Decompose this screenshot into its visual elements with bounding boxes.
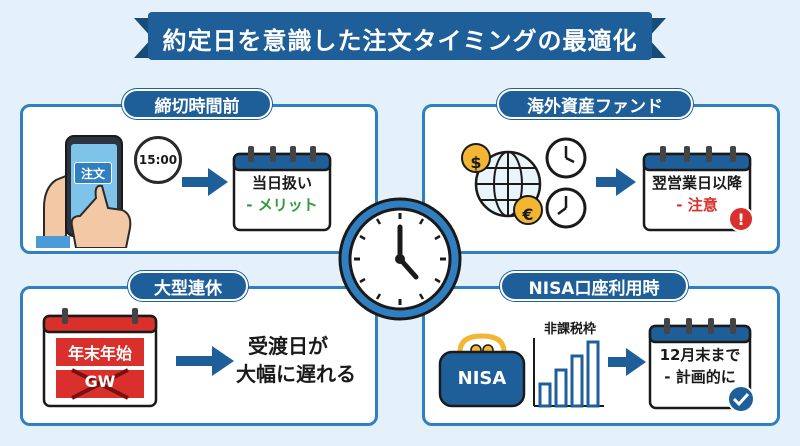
calendar-line-2: - メリット	[246, 196, 318, 214]
deadline-clock-icon: 15:00	[134, 136, 182, 184]
panel-heading-deadline: 締切時間前	[122, 89, 272, 119]
calendar-icon	[648, 318, 752, 410]
calendar-line-1: 12月末まで	[659, 346, 741, 364]
dollar-coin-icon: $	[470, 152, 482, 172]
clock-icon-second	[545, 187, 587, 229]
holiday-calendar-icon	[42, 308, 158, 408]
arrow-right-icon	[176, 346, 234, 376]
page-title: 約定日を意識した注文タイミングの最適化	[162, 26, 638, 55]
clock-icon	[545, 137, 587, 179]
globe-icon	[461, 143, 543, 225]
panel-heading-nisa: NISA口座利用時	[500, 271, 688, 301]
calendar-text-next-day: 翌営業日以降 - 注意	[644, 172, 750, 216]
calendar-line-2: - 計画的に	[664, 368, 736, 386]
arrow-right-icon	[608, 348, 646, 376]
holiday-result-text: 受渡日が 大幅に遅れる	[236, 332, 376, 388]
calendar-text-year-end: 12月末まで - 計画的に	[650, 344, 750, 388]
center-clock-icon	[338, 197, 462, 321]
check-icon	[727, 385, 755, 413]
calendar-icon	[232, 146, 332, 232]
calendar-line-1: 翌営業日以降	[651, 174, 742, 192]
arrow-right-icon	[182, 168, 228, 196]
euro-coin-icon: €	[522, 204, 534, 224]
wallet-label: NISA	[457, 368, 507, 389]
calendar-line-1: 当日扱い	[251, 174, 312, 192]
clock-time-text: 15:00	[138, 153, 178, 167]
alert-icon: !	[728, 206, 754, 232]
wallet-icon	[438, 333, 526, 408]
result-line-1: 受渡日が	[248, 334, 328, 358]
holiday-gw-label: GW	[84, 372, 116, 391]
panel-heading-overseas: 海外資産ファンド	[497, 89, 693, 119]
calendar-icon	[642, 146, 752, 232]
bar-chart-icon	[533, 338, 604, 408]
arrow-right-icon	[596, 168, 636, 196]
holiday-new-year-label: 年末年始	[67, 344, 132, 363]
result-line-2: 大幅に遅れる	[236, 362, 356, 386]
order-label: 注文	[80, 166, 105, 181]
calendar-text-same-day: 当日扱い - メリット	[234, 172, 330, 216]
tax-free-label: 非課税枠	[543, 322, 596, 337]
alert-symbol: !	[737, 209, 745, 229]
phone-icon	[36, 135, 132, 248]
order-button-label: 注文	[74, 162, 112, 184]
calendar-line-2: - 注意	[676, 196, 718, 214]
ribbon-shape	[134, 12, 666, 60]
panel-heading-holiday: 大型連休	[128, 271, 248, 301]
title-banner: 約定日を意識した注文タイミングの最適化	[134, 12, 666, 64]
